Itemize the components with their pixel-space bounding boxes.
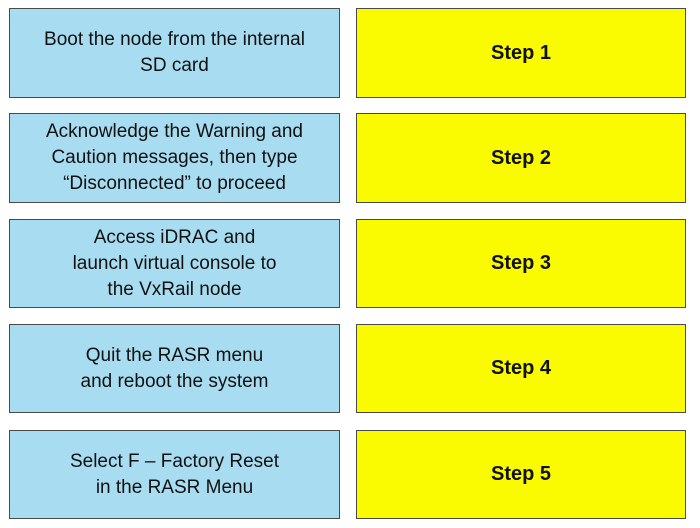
action-tile-acknowledge-warning[interactable]: Acknowledge the Warning and Caution mess… — [9, 113, 340, 203]
step-slot-3[interactable]: Step 3 — [356, 219, 686, 308]
step-slot-label: Step 4 — [490, 357, 552, 379]
action-tile-label: Quit the RASR menu and reboot the system — [80, 344, 269, 392]
action-tile-boot-from-sd-card[interactable]: Boot the node from the internal SD card — [9, 8, 340, 98]
action-tile-label: Acknowledge the Warning and Caution mess… — [45, 121, 303, 194]
action-tile-label: Access iDRAC and launch virtual console … — [72, 226, 277, 300]
action-tile-label: Select F – Factory Reset in the RASR Men… — [69, 450, 280, 498]
step-slot-1[interactable]: Step 1 — [356, 8, 686, 98]
step-slot-label: Step 5 — [490, 463, 552, 485]
action-tile-factory-reset[interactable]: Select F – Factory Reset in the RASR Men… — [9, 430, 340, 519]
action-tile-access-idrac[interactable]: Access iDRAC and launch virtual console … — [9, 219, 340, 308]
action-tile-quit-rasr-menu[interactable]: Quit the RASR menu and reboot the system — [9, 324, 340, 413]
step-slot-label: Step 3 — [490, 252, 552, 274]
step-slot-2[interactable]: Step 2 — [356, 113, 686, 203]
step-slot-5[interactable]: Step 5 — [356, 430, 686, 519]
action-tile-label: Boot the node from the internal SD card — [44, 29, 305, 76]
step-slot-label: Step 1 — [490, 41, 552, 64]
step-slot-label: Step 2 — [490, 146, 552, 169]
step-slot-4[interactable]: Step 4 — [356, 324, 686, 413]
